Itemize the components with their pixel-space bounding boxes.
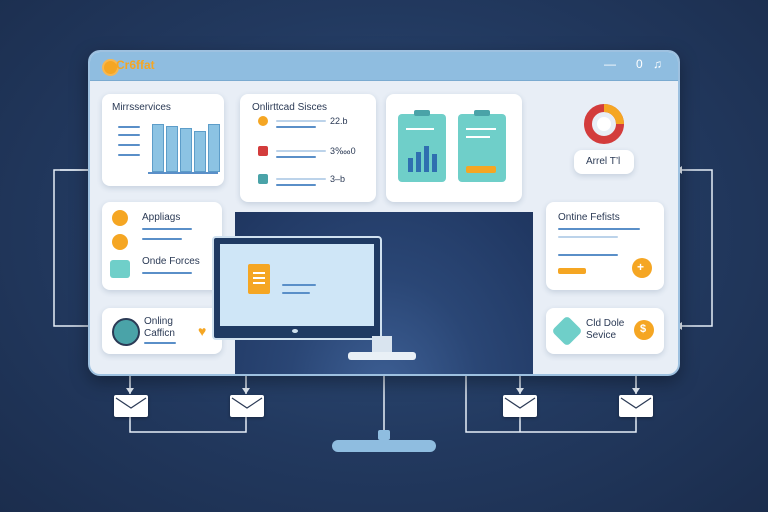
mail-icon[interactable] xyxy=(114,395,148,417)
text-line xyxy=(282,284,316,286)
chart-bar xyxy=(208,124,220,172)
plus-icon[interactable]: + xyxy=(632,258,652,278)
ring-chart-icon xyxy=(582,102,626,146)
row-value: 3–b xyxy=(330,174,346,184)
microservices-title: Mirrsservices xyxy=(112,102,171,113)
text-line xyxy=(142,272,192,274)
row-line xyxy=(276,150,326,152)
bar xyxy=(424,146,429,172)
apps-card[interactable]: Appliags Onde Forces xyxy=(102,202,222,290)
chart-bar xyxy=(180,128,192,172)
lightning-icon xyxy=(112,210,128,226)
chart-bar xyxy=(194,131,206,172)
mail-icon[interactable] xyxy=(230,395,264,417)
legend-line xyxy=(118,134,140,136)
text-line xyxy=(558,228,640,230)
mini-bar-chart xyxy=(148,114,220,174)
app-title: Cr6ffat xyxy=(116,58,155,72)
hub-bar xyxy=(332,440,436,452)
avatar xyxy=(112,318,140,346)
forces-title: Onde Forces xyxy=(142,256,200,267)
old-service-line1: Cld Dole xyxy=(586,318,625,329)
legend-line xyxy=(118,126,140,128)
legend-line xyxy=(118,144,140,146)
database-card[interactable]: Onlirttcad Sisces 22.b 3‱0 3–b xyxy=(240,94,376,202)
row-line xyxy=(276,184,316,186)
payments-card[interactable]: Ontine Fefists + xyxy=(546,202,664,290)
text-line xyxy=(558,236,618,238)
bar xyxy=(432,154,437,172)
shield-icon xyxy=(551,315,583,347)
maximize-button[interactable]: 0 xyxy=(636,57,643,71)
payments-title: Ontine Fefists xyxy=(558,212,620,223)
text-line xyxy=(558,254,618,256)
row-line xyxy=(276,178,326,180)
profile-card[interactable]: Onling Cafficn ♥ xyxy=(102,308,222,354)
clipboard-chart-right xyxy=(458,110,506,182)
monitor xyxy=(212,236,382,340)
hub-connector xyxy=(378,430,390,440)
chart-bar xyxy=(166,126,178,172)
database-icon xyxy=(258,146,268,156)
title-bar: Cr6ffat — 0 ♫ xyxy=(90,52,678,81)
text-line xyxy=(466,128,496,130)
row-line xyxy=(276,120,326,122)
coin-icon xyxy=(112,234,128,250)
profile-line1: Onling xyxy=(144,316,173,327)
ring-label: Arrel T’l xyxy=(586,156,621,167)
monitor-stand xyxy=(372,336,392,354)
app-window: Cr6ffat — 0 ♫ Mirrsservices Onlirttcad S… xyxy=(88,50,680,376)
text-line xyxy=(282,292,310,294)
bar xyxy=(416,152,421,172)
microservices-card[interactable]: Mirrsservices xyxy=(102,94,224,186)
row-line xyxy=(276,156,316,158)
user-icon xyxy=(258,116,268,126)
text-line xyxy=(144,342,176,344)
text-line xyxy=(142,238,182,240)
monitor-base xyxy=(348,352,416,360)
dollar-coin-icon: $ xyxy=(634,320,654,340)
close-button[interactable]: ♫ xyxy=(653,57,662,71)
database-title: Onlirttcad Sisces xyxy=(252,102,328,113)
app-logo-icon xyxy=(102,59,119,76)
text-line xyxy=(466,136,490,138)
old-service-card[interactable]: Cld Dole Sevice $ xyxy=(546,308,664,354)
ring-label-card: Arrel T’l xyxy=(574,150,634,174)
text-line xyxy=(142,228,192,230)
text-line xyxy=(406,128,434,130)
chart-bar xyxy=(152,124,164,172)
mail-icon[interactable] xyxy=(503,395,537,417)
monitor-screen[interactable] xyxy=(220,244,374,326)
heart-icon[interactable]: ♥ xyxy=(198,323,207,339)
clip-icon xyxy=(414,110,430,116)
row-value: 3‱0 xyxy=(330,146,356,156)
power-led xyxy=(292,329,298,333)
server-icon xyxy=(258,174,268,184)
mail-icon[interactable] xyxy=(619,395,653,417)
bar xyxy=(408,158,413,172)
old-service-line2: Sevice xyxy=(586,330,617,341)
chat-icon xyxy=(110,260,130,278)
reports-card[interactable] xyxy=(386,94,522,202)
pay-button[interactable] xyxy=(558,268,586,274)
clip-icon xyxy=(474,110,490,116)
profile-line2: Cafficn xyxy=(144,328,175,339)
row-line xyxy=(276,126,316,128)
document-icon xyxy=(248,264,270,294)
legend-line xyxy=(118,154,140,156)
apps-title: Appliags xyxy=(142,212,181,223)
action-bar xyxy=(466,166,496,173)
row-value: 22.b xyxy=(330,116,348,126)
minimize-button[interactable]: — xyxy=(604,57,616,71)
clipboard-chart-left xyxy=(398,110,446,182)
